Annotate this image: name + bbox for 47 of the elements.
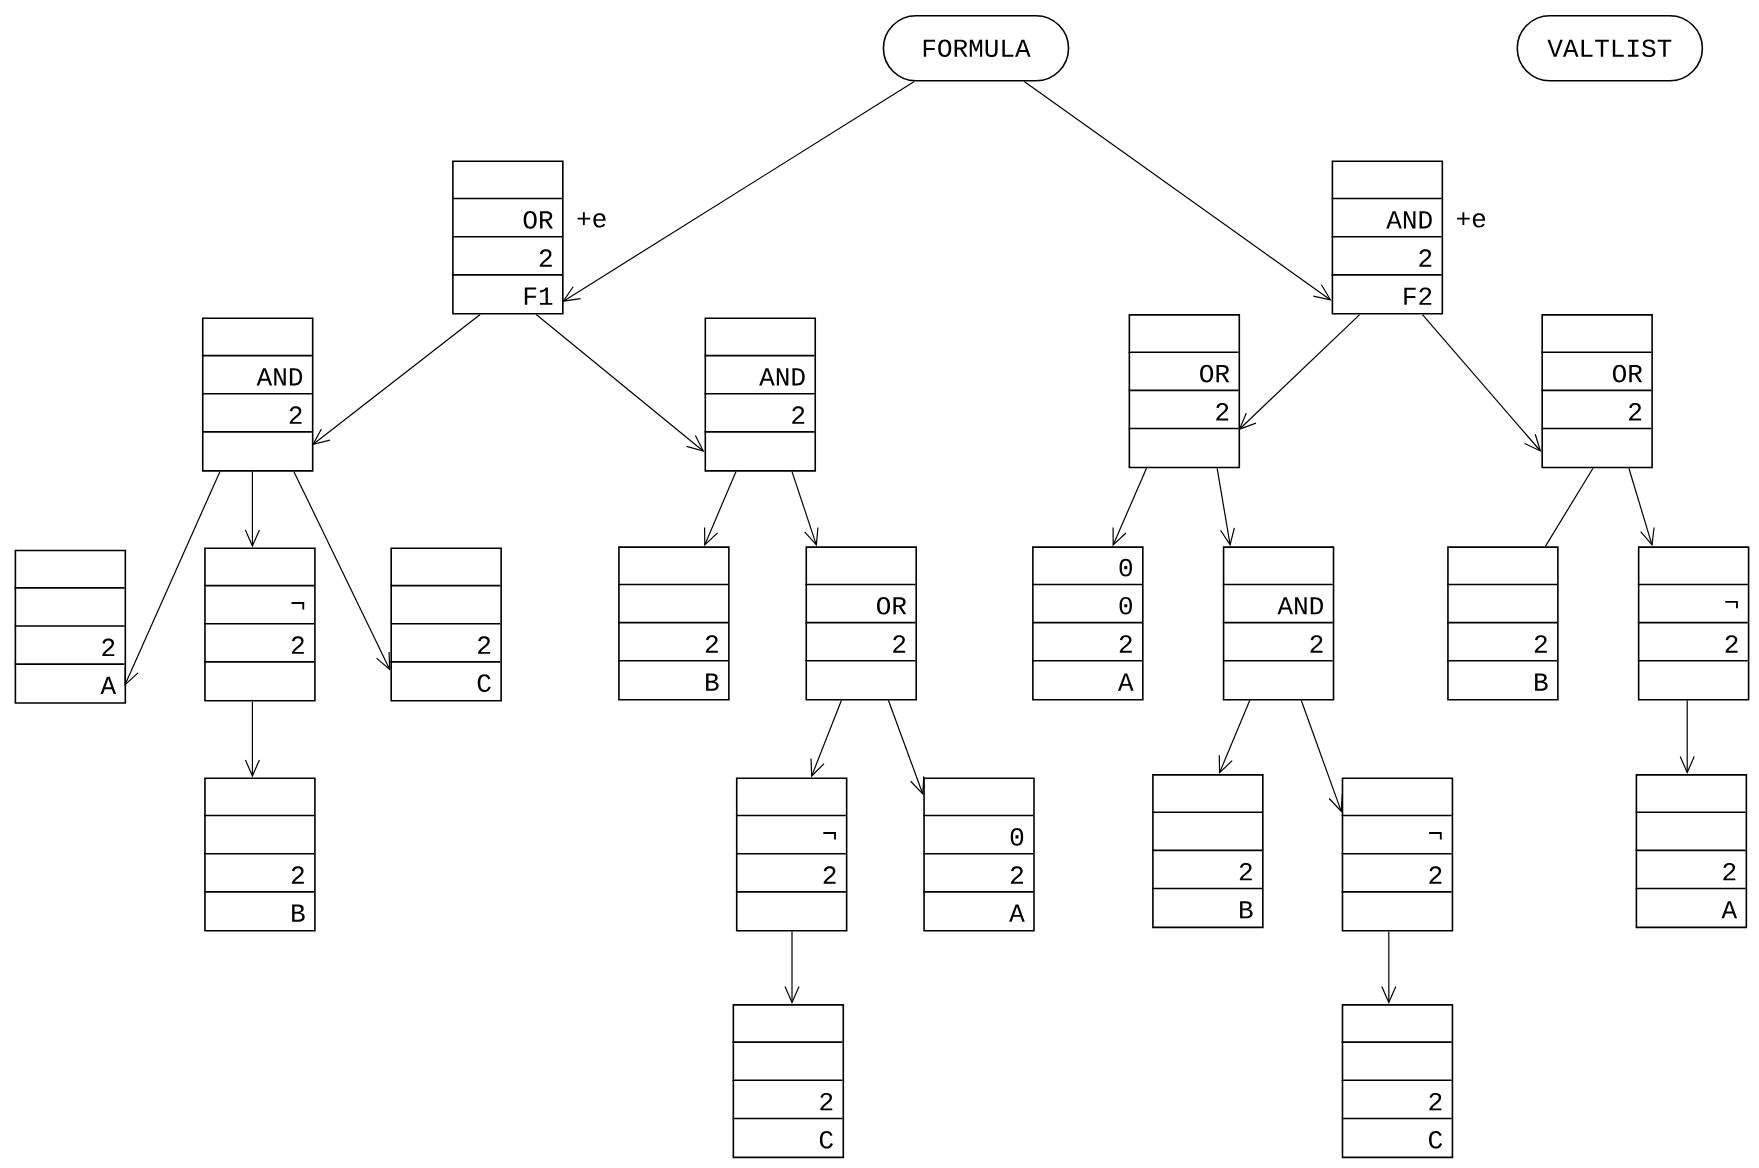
record-box: 2 B <box>617 546 730 701</box>
record-box: ¬ 2 <box>1340 777 1454 932</box>
arrow <box>293 471 391 671</box>
record-box: OR 2 <box>1127 314 1241 469</box>
record-box: AND 2 <box>1222 546 1335 701</box>
arrow <box>704 471 737 547</box>
arrow <box>244 471 261 548</box>
annotation: +e <box>1457 212 1486 228</box>
record-box: ¬ 2 <box>735 777 848 932</box>
arrow <box>1216 467 1235 547</box>
arrow <box>1218 700 1251 775</box>
record-box: AND 2 <box>703 317 817 472</box>
arrow <box>535 314 705 453</box>
arrow <box>887 700 925 796</box>
record-box: 2 B <box>203 777 316 932</box>
record-box: 0 2 A <box>922 777 1035 932</box>
record-box: 2 C <box>731 1004 845 1159</box>
record-box: OR 2 <box>1540 314 1653 469</box>
record-box: ¬ 2 <box>1637 546 1750 701</box>
arrow <box>1381 931 1397 1005</box>
record-box: 2 C <box>389 547 502 702</box>
record-box: AND 2 <box>201 317 314 472</box>
record-box: 0 0 2 A <box>1031 546 1144 701</box>
arrow <box>124 471 221 687</box>
record-box: 2 B <box>1446 546 1559 701</box>
arrow <box>1023 81 1332 301</box>
arrow <box>562 81 915 303</box>
arrow <box>810 700 842 778</box>
record-box: OR 2 <box>804 546 917 701</box>
record-box: ¬ 2 <box>203 547 316 702</box>
record-box: OR 2 F1 <box>451 160 564 315</box>
arrow <box>311 314 481 446</box>
record-box: 2 C <box>1340 1004 1454 1159</box>
arrow <box>1300 700 1343 813</box>
record-box: 2 A <box>1634 774 1748 929</box>
record-box: 2 B <box>1151 774 1264 929</box>
arrow <box>791 471 819 547</box>
arrow <box>1238 314 1361 431</box>
arrow <box>1628 467 1655 547</box>
arrow <box>1421 314 1542 453</box>
arrow <box>784 931 800 1005</box>
record-box: AND 2 F2 <box>1330 160 1444 315</box>
arrow <box>244 701 261 778</box>
arrow <box>1112 467 1148 547</box>
annotation: +e <box>577 212 606 228</box>
record-box: 2 A <box>13 549 127 704</box>
arrow <box>1679 700 1695 775</box>
